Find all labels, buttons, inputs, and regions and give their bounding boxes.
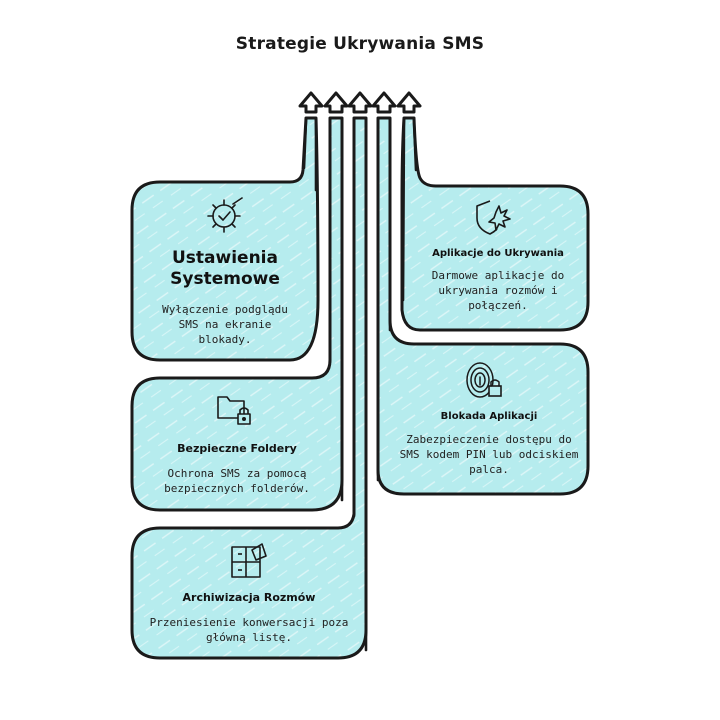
gear-check-icon <box>207 197 243 233</box>
card-app-lock-description: Zabezpieczenie dostępu do SMS kodem PIN … <box>399 433 579 476</box>
card-archive-shape <box>130 116 368 660</box>
shield-burst-icon <box>476 200 511 235</box>
card-folders-shape <box>130 116 344 512</box>
card-archive: Archiwizacja Rozmów Przeniesienie konwer… <box>142 591 356 645</box>
card-folders: Bezpieczne Foldery Ochrona SMS za pomocą… <box>146 442 328 496</box>
card-system-heading: Ustawienia Systemowe <box>170 248 280 289</box>
card-hide-apps-description: Darmowe aplikacje do ukrywania rozmów i … <box>431 269 565 312</box>
folder-lock-icon <box>217 396 251 425</box>
arrow-heads <box>298 91 422 114</box>
diagram-title: Strategie Ukrywania SMS <box>235 34 485 54</box>
card-hide-apps-heading: Aplikacje do Ukrywania <box>432 248 564 259</box>
card-hide-apps: Aplikacje do Ukrywania Darmowe aplikacje… <box>418 247 578 313</box>
card-app-lock-shape <box>376 116 590 496</box>
card-archive-heading: Archiwizacja Rozmów <box>182 591 316 604</box>
arrow-shafts <box>302 118 418 652</box>
card-app-lock-heading: Blokada Aplikacji <box>440 411 538 422</box>
fingerprint-lock-icon <box>466 362 502 398</box>
card-folders-heading: Bezpieczne Foldery <box>177 442 297 455</box>
card-app-lock: Blokada Aplikacji Zabezpieczenie dostępu… <box>396 410 582 477</box>
card-folders-description: Ochrona SMS za pomocą bezpiecznych folde… <box>164 467 310 495</box>
card-system: Ustawienia Systemowe Wyłączenie podglądu… <box>150 248 300 347</box>
archive-icon <box>231 543 267 578</box>
card-system-description: Wyłączenie podglądu SMS na ekranie bloka… <box>162 303 288 346</box>
card-system-shape <box>130 116 320 362</box>
card-archive-description: Przeniesienie konwersacji poza główną li… <box>149 616 349 644</box>
